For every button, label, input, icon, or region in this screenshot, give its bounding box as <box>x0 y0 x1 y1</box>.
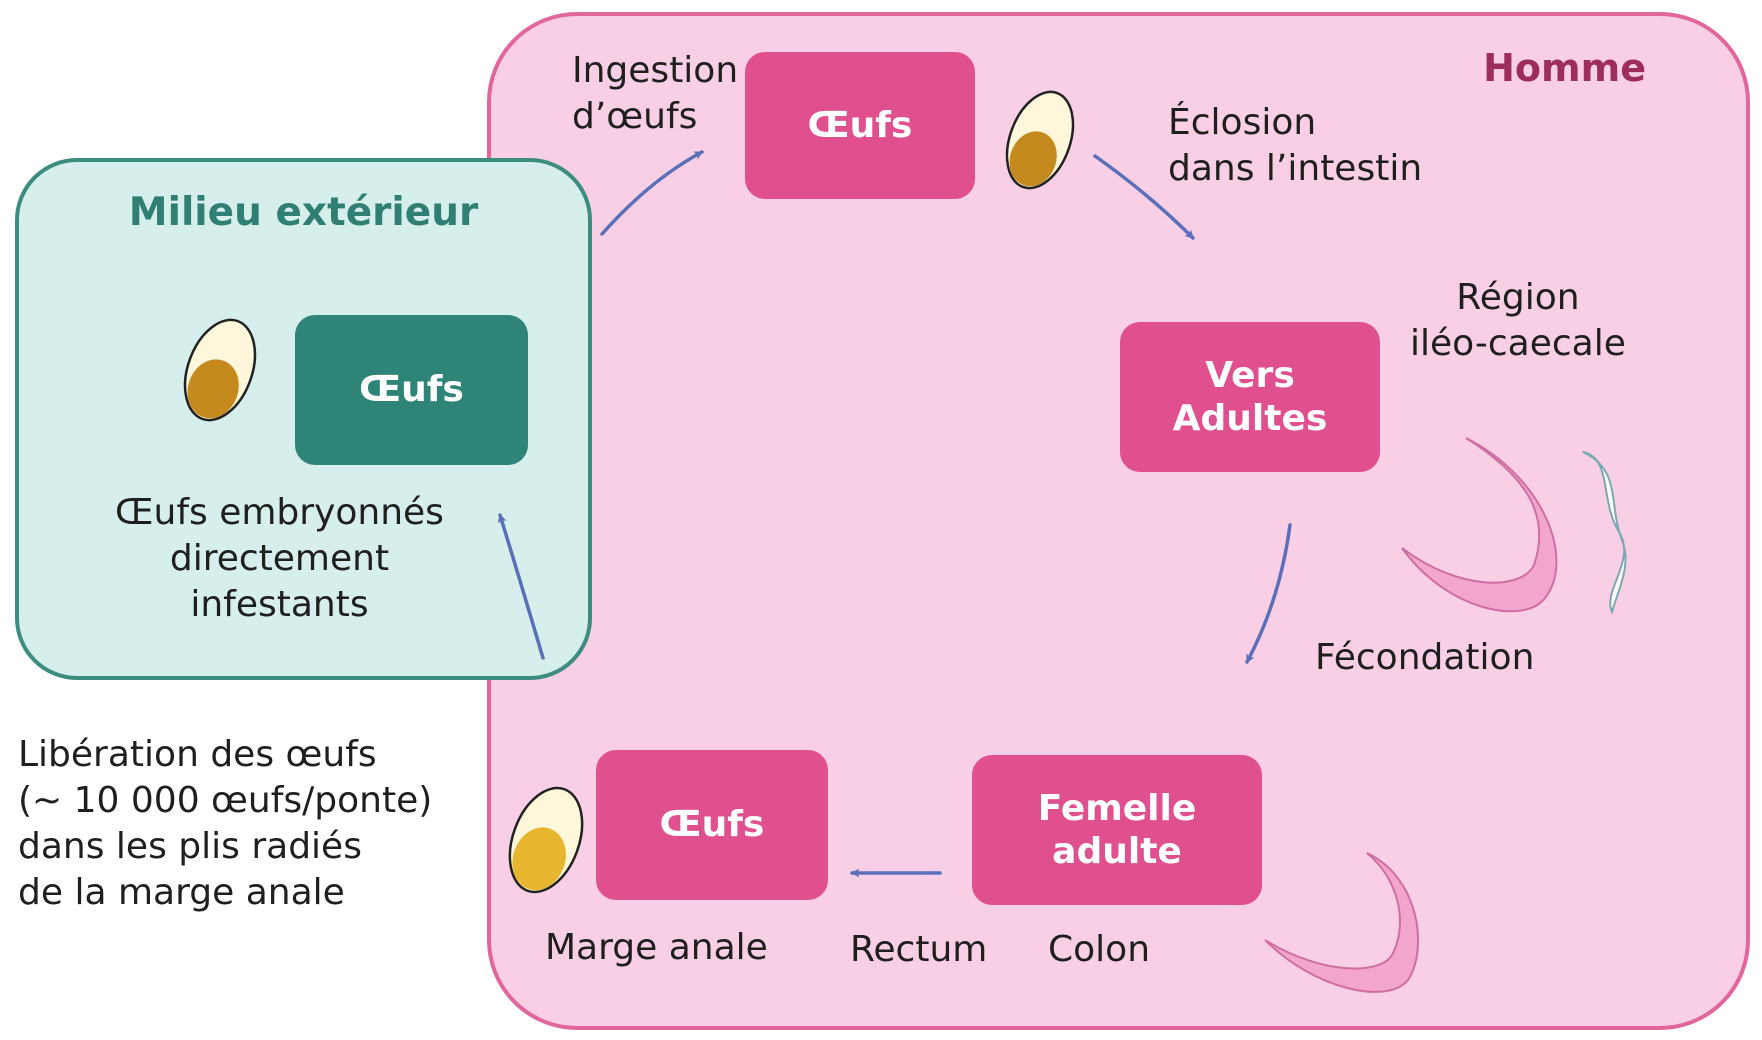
node-adult-female: Femelle adulte <box>972 755 1262 905</box>
worm-icon <box>1402 438 1556 611</box>
egg-icon <box>172 310 268 430</box>
egg-icon <box>995 83 1086 197</box>
label-fertilization: Fécondation <box>1315 635 1534 681</box>
node-adult-female-line1: Femelle <box>1038 787 1197 830</box>
label-rectum: Rectum <box>850 927 987 973</box>
label-colon: Colon <box>1048 927 1150 973</box>
label-infective-eggs: Œufs embryonnés directement infestants <box>115 490 444 628</box>
node-adult-worms-line2: Adultes <box>1173 397 1328 440</box>
label-ileocecal-region: Région iléo-caecale <box>1410 275 1626 367</box>
label-hatching: Éclosion dans l’intestin <box>1168 100 1422 192</box>
node-eggs-ingested: Œufs <box>745 52 975 199</box>
node-adult-worms-line1: Vers <box>1205 354 1295 397</box>
node-eggs-anal-margin: Œufs <box>596 750 828 900</box>
label-egg-release: Libération des œufs (~ 10 000 œufs/ponte… <box>18 732 432 916</box>
node-adult-female-line2: adulte <box>1052 830 1182 873</box>
worm-icon <box>1265 853 1418 992</box>
label-anal-margin: Marge anale <box>545 925 768 971</box>
node-adult-worms: Vers Adultes <box>1120 322 1380 472</box>
worm-icon <box>1583 452 1626 612</box>
label-ingestion: Ingestion d’œufs <box>572 48 738 140</box>
node-eggs-environment: Œufs <box>295 315 528 465</box>
egg-icon <box>497 778 596 902</box>
